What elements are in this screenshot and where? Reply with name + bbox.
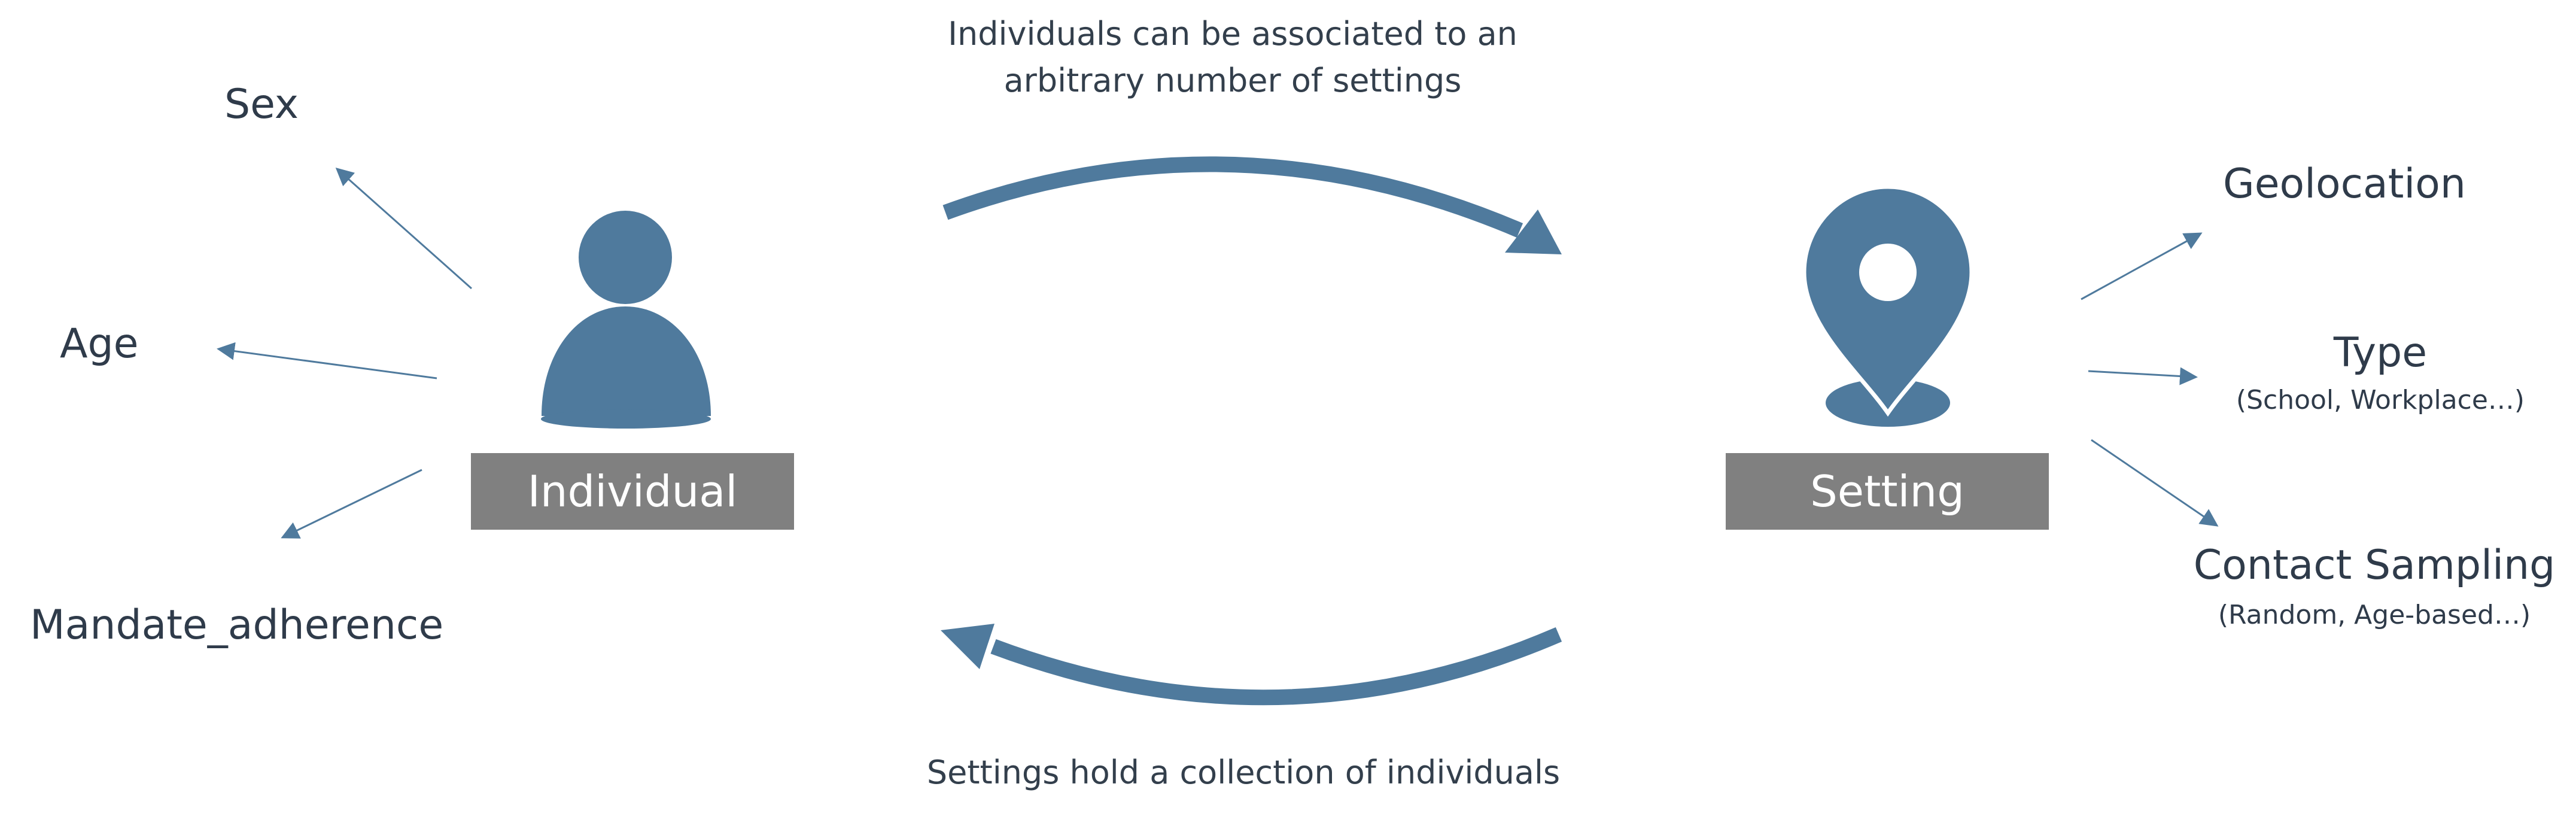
arrow-to-type [2088,367,2198,385]
individual-label: Individual [527,466,738,517]
attribute-age: Age [60,320,139,368]
arrow-to-contact-sampling [2091,439,2219,527]
association-arrow-top [942,156,1562,254]
location-pin-icon [1802,184,1974,427]
setting-label-box: Setting [1726,453,2049,530]
attribute-contact-sampling: Contact Sampling [2193,542,2556,589]
caption-top: Individuals can be associated to an arbi… [948,15,1517,99]
attribute-type-detail: (School, Workplace…) [2236,385,2525,415]
attribute-contact-sampling-detail: (Random, Age-based…) [2218,600,2531,630]
arrow-to-mandate [281,469,422,539]
attribute-mandate-adherence: Mandate_adherence [30,602,444,649]
arrow-to-geolocation [2081,232,2203,300]
attribute-sex: Sex [224,81,299,128]
arrow-to-sex [335,168,472,290]
collection-arrow-bottom [941,624,1562,706]
person-icon [541,211,711,429]
setting-label: Setting [1810,466,1964,517]
attribute-type: Type [2333,329,2428,376]
caption-bottom: Settings hold a collection of individual… [926,754,1561,791]
arrow-to-age [217,342,437,379]
attribute-geolocation: Geolocation [2223,160,2466,208]
individual-label-box: Individual [471,453,794,530]
